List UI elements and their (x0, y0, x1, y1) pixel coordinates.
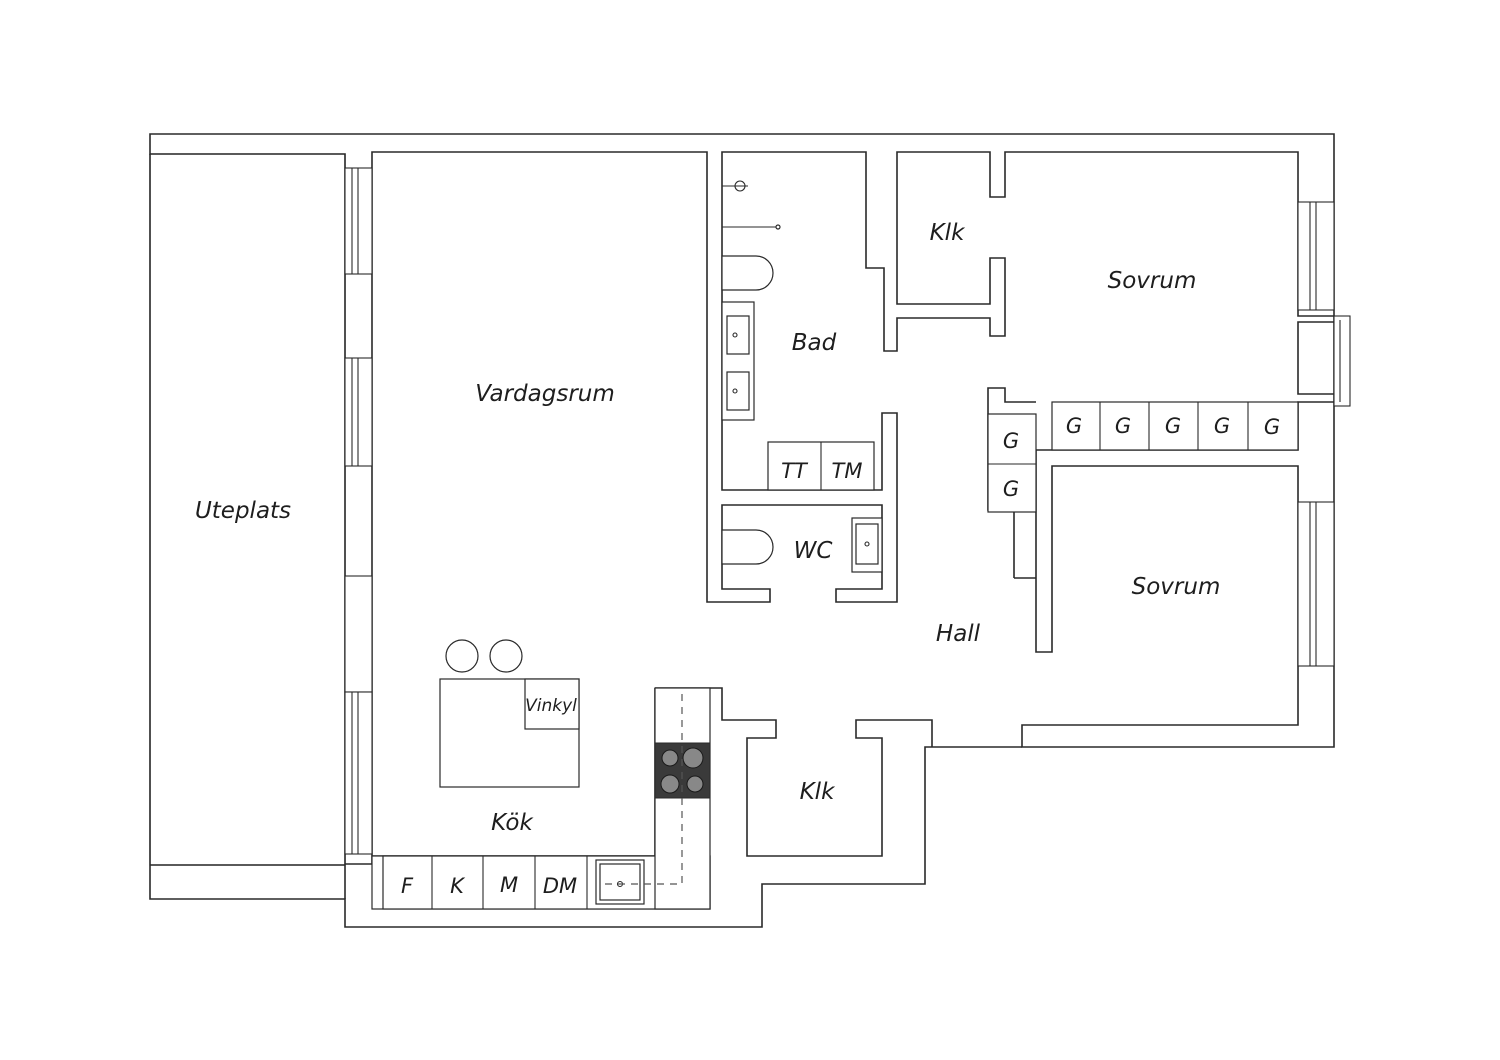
wardrobe-label: G (1165, 414, 1181, 438)
kitchen-unit-label: DM (543, 874, 577, 898)
fixture-labels: Vinkyl TT TM F K M DM G G G G G G G (401, 414, 1280, 898)
wardrobe-label: G (1264, 415, 1280, 439)
fixture-label-tm: TM (832, 459, 863, 483)
windows-east (1297, 201, 1351, 667)
kitchen-unit-label: M (500, 873, 518, 897)
wardrobe-label: G (1115, 414, 1131, 438)
wardrobe-label: G (1066, 414, 1082, 438)
kitchen-fixtures (371, 639, 711, 910)
room-label-sovrum-bottom: Sovrum (1132, 574, 1221, 600)
room-label-klk-top: Klk (930, 220, 966, 246)
fixture-label-vinkyl: Vinkyl (525, 696, 577, 716)
room-label-uteplats: Uteplats (195, 498, 291, 524)
room-labels: Uteplats Vardagsrum Kök Bad WC Hall Klk … (195, 220, 1220, 836)
room-label-vardagsrum: Vardagsrum (475, 381, 615, 407)
room-label-bad: Bad (792, 330, 837, 356)
uteplats-area (149, 153, 346, 866)
wardrobe-label: G (1003, 477, 1019, 501)
wardrobe-label: G (1214, 414, 1230, 438)
wardrobe-label: G (1003, 429, 1019, 453)
fixture-label-tt: TT (781, 459, 809, 483)
windows-west (344, 167, 373, 855)
room-label-hall: Hall (936, 621, 981, 647)
room-label-kok: Kök (491, 810, 534, 836)
room-label-klk-bottom: Klk (800, 779, 836, 805)
bathroom-fixtures (721, 180, 883, 573)
kitchen-unit-label: F (401, 874, 414, 898)
wardrobes (987, 401, 1299, 513)
kitchen-unit-label: K (450, 874, 466, 898)
room-label-sovrum-top: Sovrum (1108, 268, 1197, 294)
room-label-wc: WC (794, 538, 833, 564)
